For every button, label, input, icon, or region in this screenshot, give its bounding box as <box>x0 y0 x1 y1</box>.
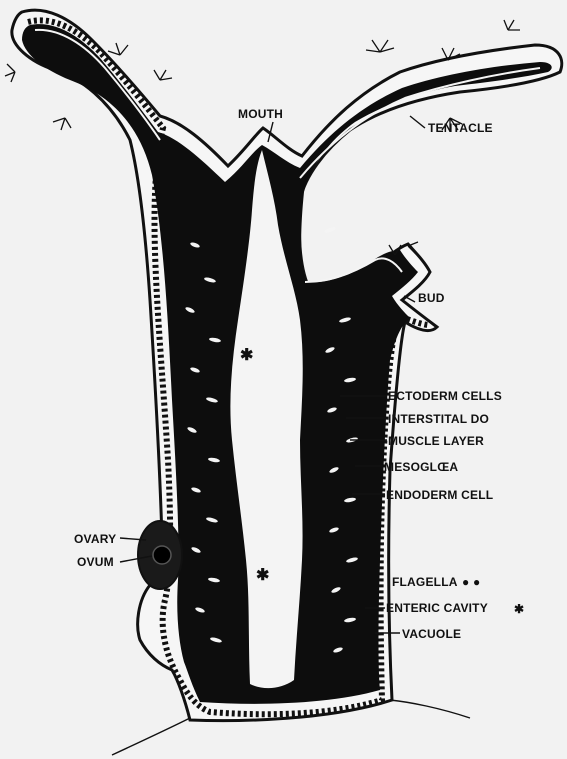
enteric-marker-upper: ✱ <box>240 347 253 364</box>
label-muscle-layer: MUSCLE LAYER <box>388 434 484 448</box>
base-thread-right <box>390 700 470 718</box>
enteric-cavity-symbol: ✱ <box>514 602 524 616</box>
ovum <box>153 546 171 564</box>
label-enteric-cavity: ENTERIC CAVITY <box>386 601 488 615</box>
label-ectoderm-cells: ECTODERM CELLS <box>388 389 502 403</box>
label-mouth: MOUTH <box>238 107 283 121</box>
label-interstitial: INTERSTITAL DO <box>388 412 489 426</box>
label-mesogloea: MESOGLŒA <box>384 460 458 474</box>
label-vacuole: VACUOLE <box>402 627 461 641</box>
label-ovary: OVARY <box>74 532 116 546</box>
label-ovum: OVUM <box>77 555 114 569</box>
label-endoderm-cell: ENDODERM CELL <box>386 488 493 502</box>
label-flagella: FLAGELLA <box>392 575 458 589</box>
label-bud: BUD <box>418 291 445 305</box>
base-thread-left <box>112 718 190 755</box>
label-tentacle: TENTACLE <box>428 121 493 135</box>
enteric-marker-lower: ✱ <box>256 567 269 584</box>
flagella-symbol: ● ● <box>462 575 480 589</box>
